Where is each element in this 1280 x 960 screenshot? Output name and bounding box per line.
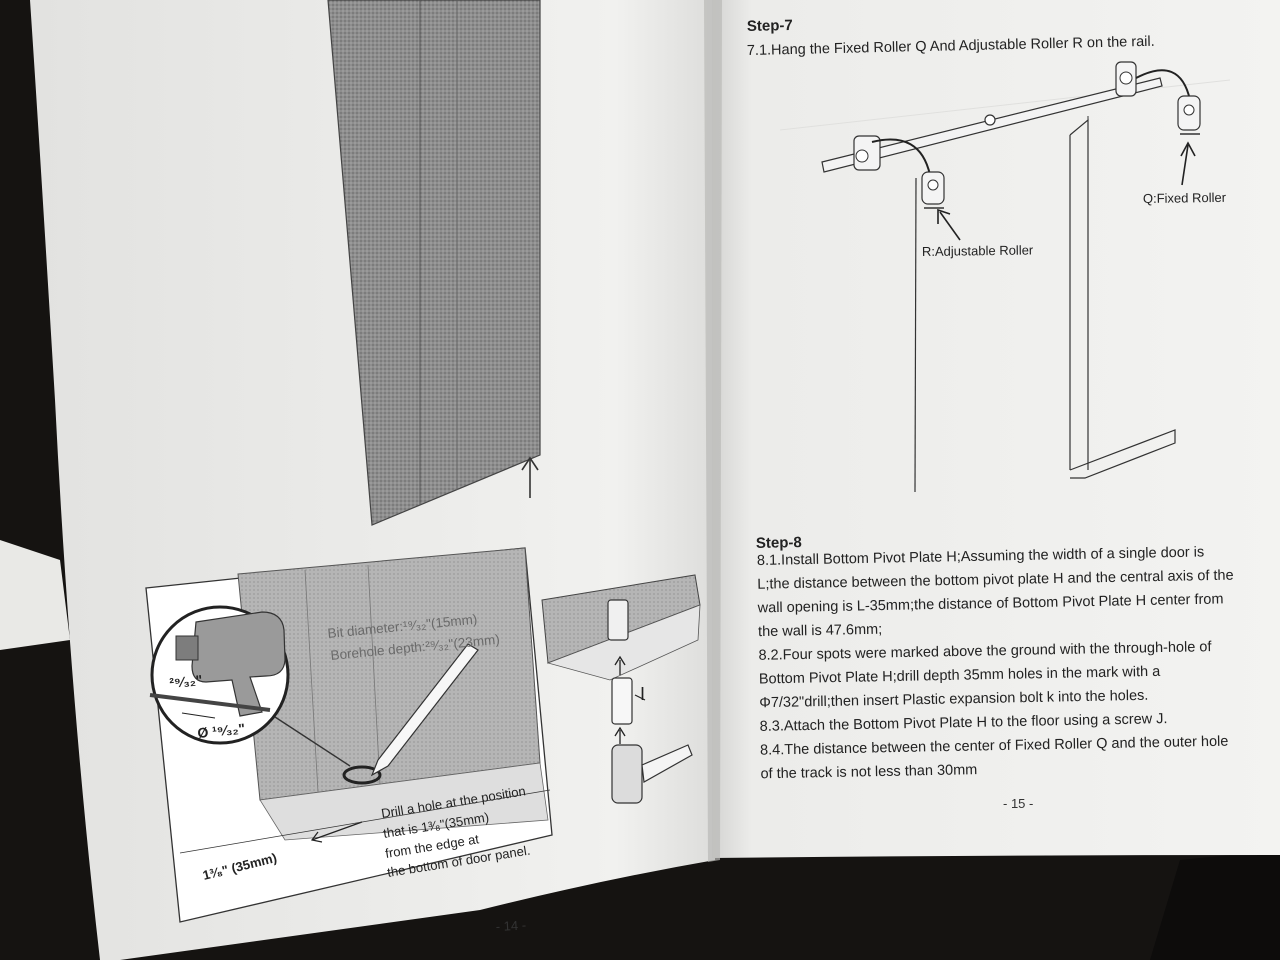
step8-line: Φ7/32"drill;then insert Plastic expansio… — [759, 688, 1148, 711]
adjustable-roller-label: R:Adjustable Roller — [922, 242, 1034, 259]
step8-line: the wall is 47.6mm; — [758, 622, 882, 640]
step8-line: 8.3.Attach the Bottom Pivot Plate H to t… — [760, 711, 1168, 735]
right-page — [712, 0, 1280, 858]
book-spine — [704, 0, 722, 862]
step8-line: Bottom Pivot Plate H;drill depth 35mm ho… — [759, 664, 1162, 688]
rail-door-illustration — [779, 61, 1231, 493]
door-panel-illustration — [327, 0, 541, 526]
up-arrow-icon — [521, 456, 539, 498]
step8-line: of the track is not less than 30mm — [760, 762, 977, 782]
step8-title: Step-8 — [756, 534, 802, 552]
expansion-bolt-figure — [541, 574, 701, 804]
page-number-right: - 15 - — [1003, 796, 1033, 811]
pointer-arrow-icon — [1180, 141, 1196, 186]
pointer-arrow-icon — [937, 208, 961, 241]
drill-figure — [145, 547, 553, 923]
page-number-left: - 14 - — [495, 917, 526, 934]
bit-diameter-icon-label: Ø ¹⁹⁄₃₂" — [197, 720, 246, 741]
fixed-roller-label: Q:Fixed Roller — [1143, 190, 1227, 206]
step7-title: Step-7 — [747, 17, 793, 35]
bolt-label: I — [640, 684, 645, 704]
background-paper-scrap — [0, 540, 70, 650]
bit-length-label: ²⁹⁄₃₂" — [169, 672, 203, 691]
